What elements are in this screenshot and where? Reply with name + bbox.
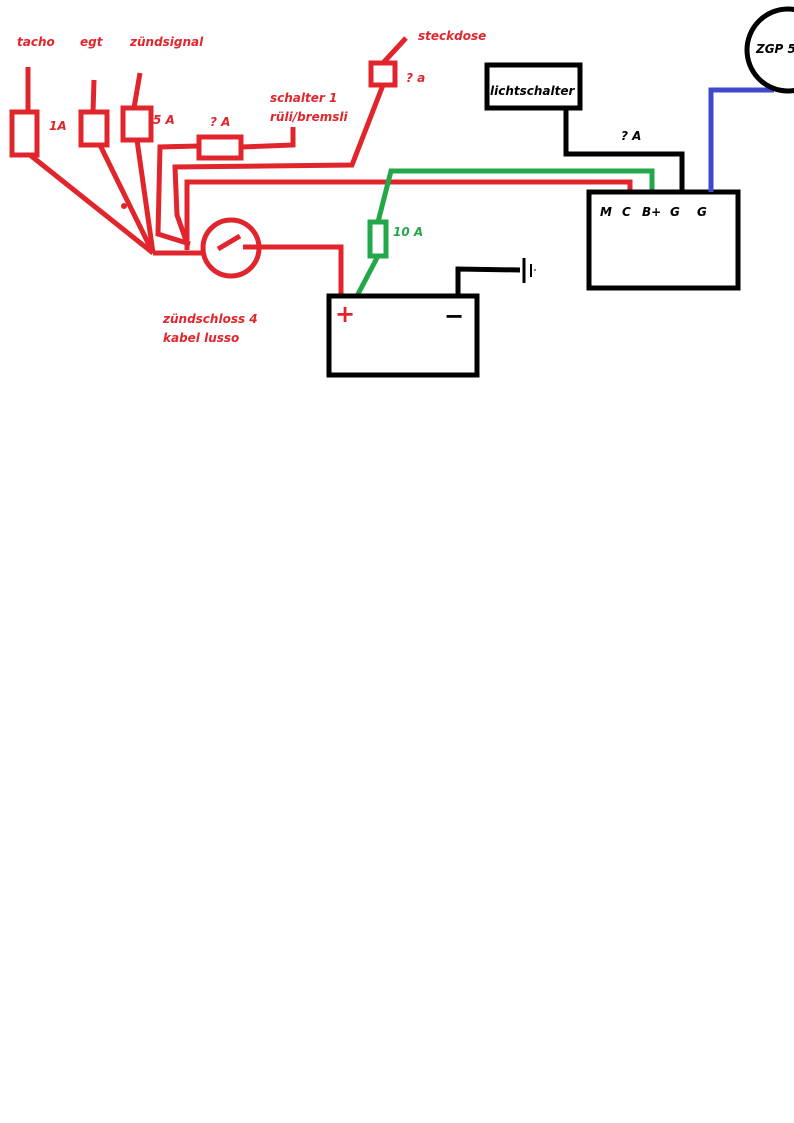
label-schalter-2: rüli/bremsli — [270, 110, 348, 124]
lichtschalter-wire — [563, 108, 685, 192]
fuse-1a — [9, 109, 40, 158]
label-fuse-q: ? A — [210, 115, 230, 129]
label-steckdose-fuse: ? a — [406, 71, 425, 85]
label-fuse-1a: 1A — [49, 119, 67, 133]
steckdose-branch — [172, 36, 408, 247]
egt-branch — [78, 79, 156, 255]
regler-box — [586, 189, 741, 291]
zgp-circle — [744, 6, 794, 94]
wire-to-regler-c — [184, 179, 633, 250]
label-battery-minus: − — [444, 302, 464, 330]
label-steckdose: steckdose — [418, 29, 486, 43]
label-schalter-1: schalter 1 — [270, 91, 337, 105]
zuendsignal-branch — [120, 72, 156, 254]
terminal-m: M — [600, 205, 612, 219]
label-zuendschloss-1: zündschloss 4 — [162, 312, 258, 326]
label-tacho: tacho — [17, 35, 55, 49]
fuse-10a — [367, 219, 389, 259]
label-zgp: ZGP 5 — [755, 42, 794, 56]
label-zuendschloss-2: kabel lusso — [163, 331, 239, 345]
terminal-c: C — [622, 205, 631, 219]
fuse-5a — [120, 105, 154, 143]
battery-feed-wire — [354, 168, 655, 298]
battery — [326, 258, 536, 378]
label-fuse-5a: 5 A — [153, 113, 175, 127]
label-lichtschalter-fuse: ? A — [621, 129, 641, 143]
tacho-branch — [9, 67, 155, 255]
label-lichtschalter: lichtschalter — [490, 84, 576, 98]
zgp-wire — [708, 87, 774, 192]
schalter-branch — [155, 127, 296, 247]
label-egt: egt — [80, 35, 104, 49]
lichtschalter-box — [484, 62, 583, 111]
ignition-switch — [200, 217, 344, 296]
terminal-g2: G — [697, 205, 707, 219]
fuse-steckdose — [368, 60, 398, 88]
label-zuendsignal: zündsignal — [129, 35, 204, 49]
fuse-q — [196, 134, 244, 161]
label-fuse-10a: 10 A — [393, 225, 423, 239]
terminal-b-plus: B+ — [642, 205, 661, 219]
fuse-egt — [78, 109, 110, 148]
terminal-g1: G — [670, 205, 680, 219]
label-battery-plus: + — [335, 300, 355, 328]
